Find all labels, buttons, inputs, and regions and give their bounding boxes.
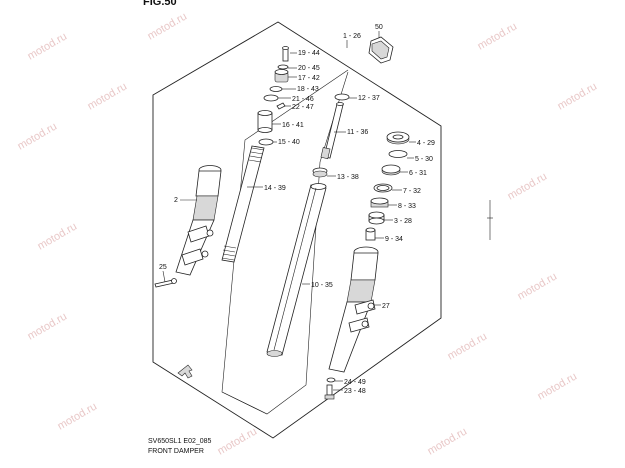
callout-8: 8 - 33 — [398, 203, 416, 210]
figure-label: FIG.50 — [143, 0, 177, 8]
watermark: motod.ru — [556, 80, 600, 112]
watermark: motod.ru — [36, 220, 80, 252]
part-24-washer — [326, 377, 343, 383]
callout-22: 22 - 47 — [292, 104, 314, 111]
watermark: motod.ru — [26, 310, 70, 342]
part-12-ring — [334, 93, 357, 101]
part-6-seal — [381, 164, 408, 176]
callout-11: 11 - 36 — [347, 129, 368, 136]
part-21-ring — [263, 94, 291, 102]
callout-19: 19 - 44 — [298, 50, 320, 57]
callout-labels: 1 - 26 50 19 - 44 20 - 45 17 - 42 18 - 4… — [159, 24, 435, 395]
part-11-damper-rod — [320, 102, 346, 160]
part-18-o-ring — [269, 86, 296, 92]
part-5-clip-ring — [388, 150, 414, 159]
watermark: motod.ru — [26, 30, 70, 62]
part-27-outer-tube-right — [328, 246, 381, 373]
part-17-adjuster — [274, 69, 297, 83]
callout-1: 1 - 26 — [343, 33, 361, 40]
callout-15: 15 - 40 — [278, 139, 300, 146]
part-22-clip — [276, 102, 291, 110]
watermark: motod.ru — [446, 330, 490, 362]
callout-7: 7 - 32 — [403, 188, 421, 195]
callout-13: 13 - 38 — [337, 174, 359, 181]
assembly-frame — [152, 21, 442, 439]
watermark: motod.ru — [56, 400, 100, 432]
part-16-spacer — [257, 110, 281, 133]
watermark: motod.ru — [146, 10, 190, 42]
part-23-bolt — [324, 384, 343, 400]
watermark: motod.ru — [86, 80, 130, 112]
callout-9: 9 - 34 — [385, 236, 403, 243]
watermark: motod.ru — [216, 425, 260, 457]
caption-title: FRONT DAMPER — [148, 448, 204, 455]
diagram-caption: SV650SL1 E02_085 FRONT DAMPER — [148, 438, 212, 455]
callout-5: 5 - 30 — [415, 156, 433, 163]
callout-20: 20 - 45 — [298, 65, 320, 72]
side-marker — [487, 200, 493, 240]
watermark: motod.ru — [16, 120, 60, 152]
callout-6: 6 - 31 — [409, 170, 427, 177]
part-50-cap-cover — [368, 31, 394, 64]
callout-17: 17 - 42 — [298, 75, 320, 82]
caption-code: SV650SL1 E02_085 — [148, 438, 212, 445]
part-13-piston — [312, 167, 336, 178]
watermark: motod.ru — [536, 370, 580, 402]
part-2-outer-tube-left — [175, 165, 222, 276]
callout-23: 23 - 48 — [344, 388, 366, 395]
part-7-washer — [373, 183, 402, 193]
callout-12: 12 - 37 — [358, 95, 380, 102]
watermark: motod.ru — [476, 20, 520, 52]
part-10-inner-tube — [266, 183, 327, 357]
part-14-fork-spring — [221, 145, 265, 263]
part-20-washer — [277, 64, 297, 70]
part-19-bolt — [282, 46, 297, 62]
callout-4: 4 - 29 — [417, 140, 435, 147]
part-3-bushing — [368, 211, 393, 225]
callout-21: 21 - 46 — [292, 96, 314, 103]
callout-10: 10 - 35 — [311, 282, 333, 289]
part-4-oil-seal — [386, 131, 416, 145]
callout-18: 18 - 43 — [297, 86, 319, 93]
watermark: motod.ru — [426, 425, 470, 457]
callout-24: 24 - 49 — [344, 379, 366, 386]
callout-25: 25 — [159, 264, 167, 271]
watermark: motod.ru — [506, 170, 550, 202]
part-9-oil-lock — [365, 227, 384, 241]
callout-27: 27 — [382, 303, 390, 310]
part-8-bushing — [370, 197, 397, 208]
inner-frame-lines — [221, 69, 349, 415]
part-15-washer — [258, 138, 277, 146]
front-direction-arrow-icon — [177, 364, 193, 379]
callout-14: 14 - 39 — [264, 185, 286, 192]
part-25-bolt — [154, 270, 177, 288]
callout-2: 2 — [174, 197, 178, 204]
callout-3: 3 - 28 — [394, 218, 412, 225]
watermark: motod.ru — [516, 270, 560, 302]
callout-16: 16 - 41 — [282, 122, 304, 129]
callout-50: 50 — [375, 24, 383, 31]
